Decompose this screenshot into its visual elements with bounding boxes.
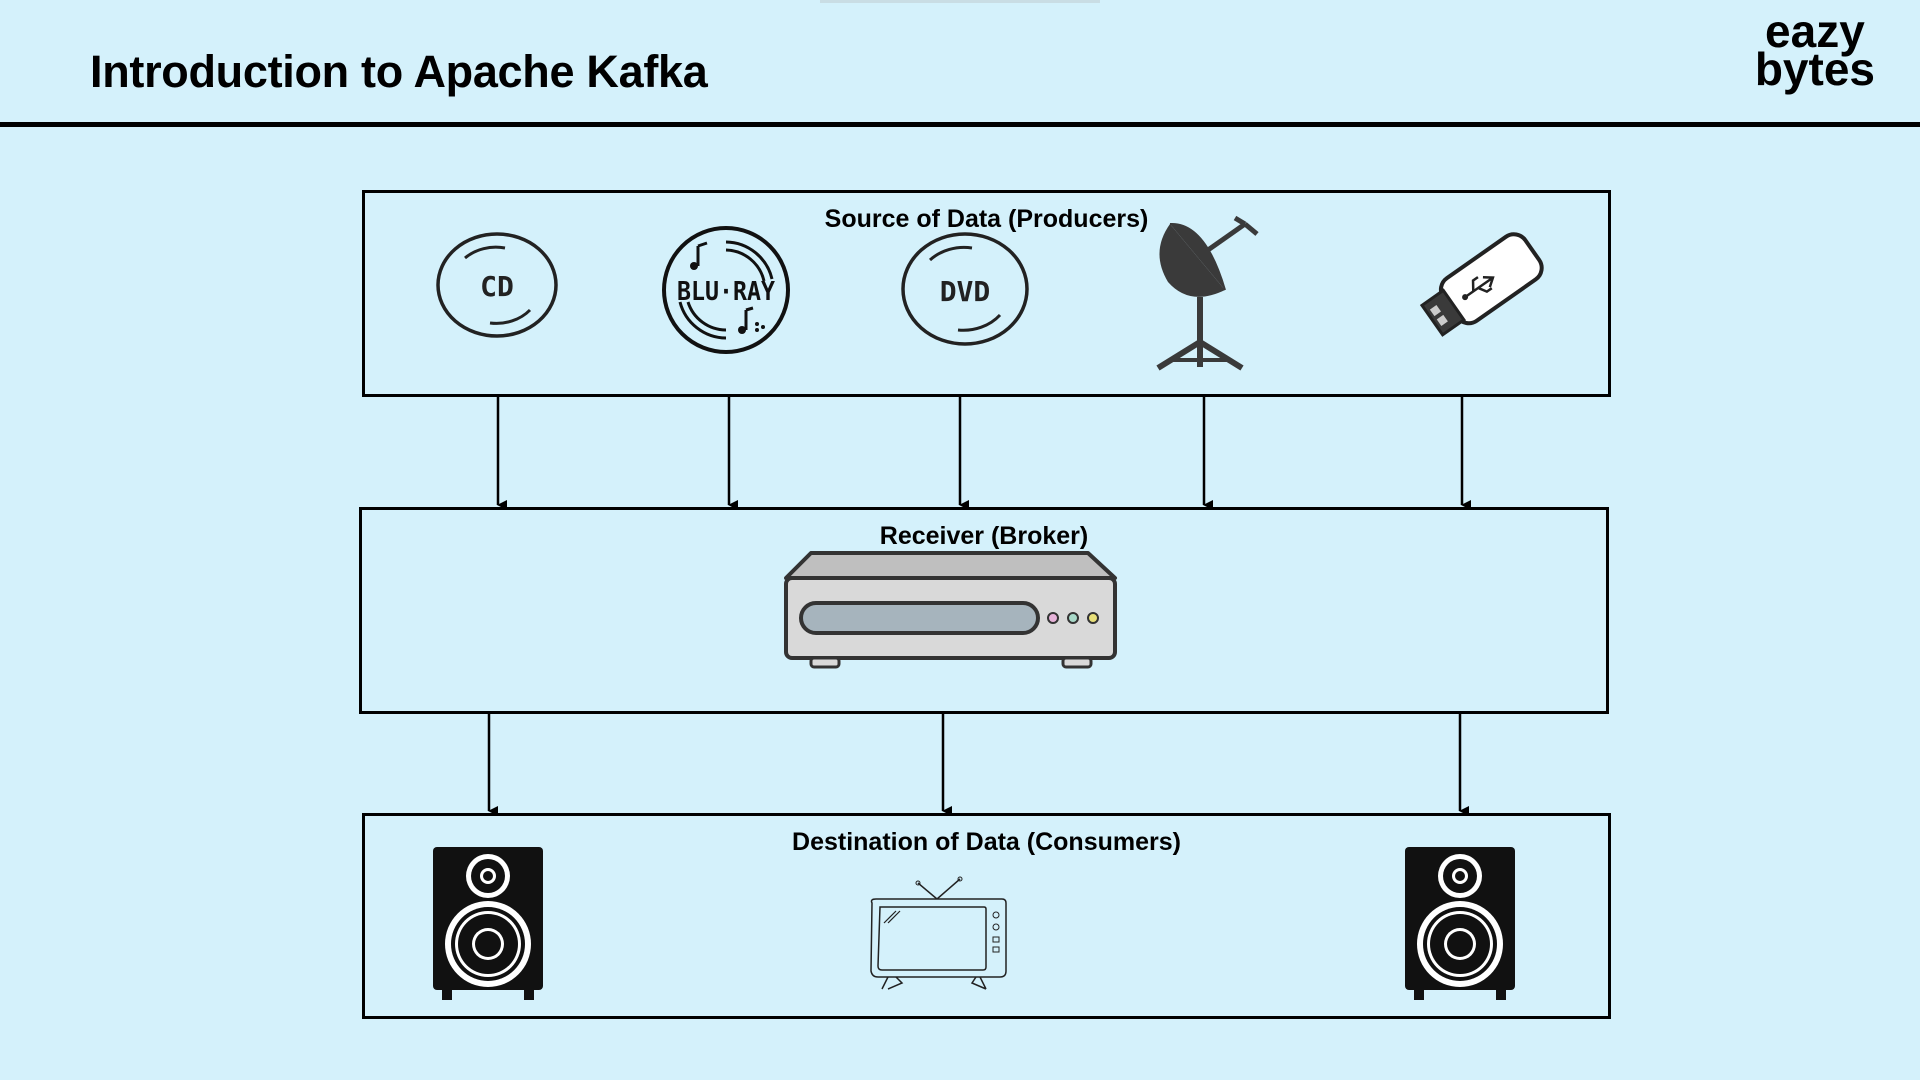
- top-dash-decoration: [820, 0, 1100, 3]
- broker-label: Receiver (Broker): [879, 522, 1089, 550]
- bluray-text: BLU·RAY: [677, 277, 775, 307]
- cd-icon: CD: [436, 232, 558, 338]
- producers-box: Source of Data (Producers): [362, 190, 1611, 397]
- dvd-player-icon: [784, 551, 1117, 669]
- dvd-text: DVD: [940, 275, 991, 308]
- logo-line-1: eazy: [1765, 5, 1865, 57]
- tv-icon: [870, 876, 1007, 990]
- broker-box: Receiver (Broker): [359, 507, 1609, 714]
- speaker-icon: [1405, 847, 1515, 1000]
- logo: eazy bytes: [1754, 5, 1875, 95]
- logo-line-2: bytes: [1754, 43, 1875, 95]
- usb-drive-icon: [1419, 232, 1544, 337]
- satellite-dish-icon: [1156, 215, 1259, 371]
- slide-title: Introduction to Apache Kafka: [90, 46, 708, 97]
- cd-text: CD: [480, 270, 514, 303]
- consumers-box: Destination of Data (Consumers): [362, 813, 1611, 1019]
- dvd-icon: DVD: [901, 232, 1029, 346]
- speaker-icon: [433, 847, 543, 1000]
- header-divider: [0, 122, 1920, 127]
- bluray-icon: BLU·RAY: [662, 226, 790, 354]
- producers-label: Source of Data (Producers): [824, 205, 1149, 233]
- consumers-label: Destination of Data (Consumers): [792, 828, 1181, 856]
